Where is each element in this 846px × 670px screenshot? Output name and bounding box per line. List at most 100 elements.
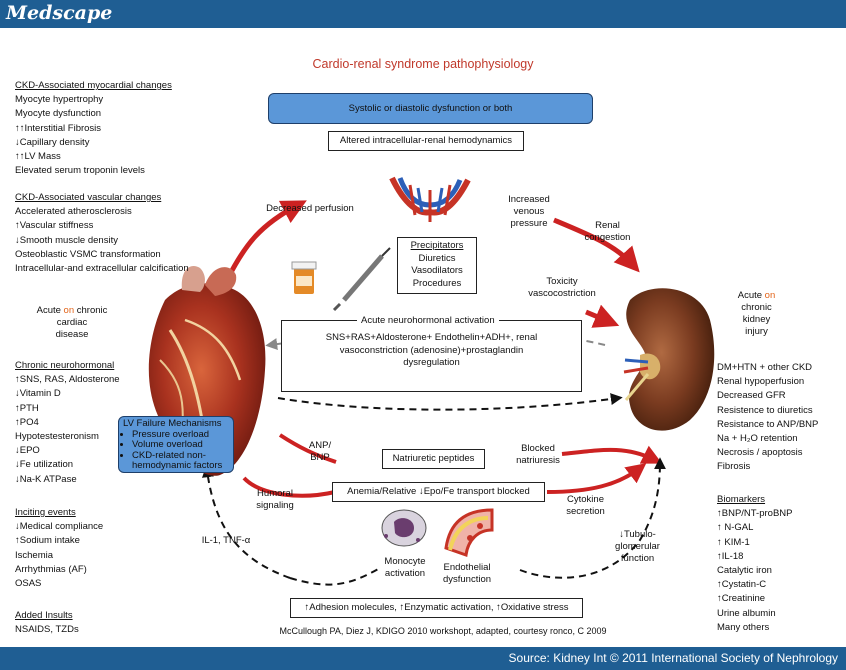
label-line: vascocostriction <box>528 288 596 299</box>
lv-failure-box: LV Failure Mechanisms Pressure overload … <box>118 416 234 473</box>
list-item: ↑BNP/NT-proBNP <box>717 508 793 520</box>
neuro-line: SNS+RAS+Aldosterone+ Endothelin+ADH+, re… <box>325 332 538 343</box>
inciting-heading: Inciting events <box>15 507 76 518</box>
list-item: ↑Sodium intake <box>15 535 80 547</box>
list-item: Accelerated atherosclerosis <box>15 206 132 218</box>
source-credit: Source: Kidney Int © 2011 International … <box>508 651 838 665</box>
label-line: pressure <box>510 218 548 229</box>
list-item: Ischemia <box>15 549 54 561</box>
vessel-illustration <box>389 176 471 222</box>
added-insults-list: Added Insults NSAIDS, TZDs <box>15 609 79 637</box>
adhesion-text: ↑Adhesion molecules, ↑Enzymatic activati… <box>304 602 569 613</box>
il1-tnf-label: IL-1, TNF-α <box>201 535 251 546</box>
list-item: ↓Vitamin D <box>15 388 61 400</box>
arrow-il1 <box>202 465 291 579</box>
label-part: Acute <box>737 290 765 301</box>
anemia-text: Anemia/Relative ↓Epo/Fe transport blocke… <box>347 486 530 497</box>
arrow-monocyte <box>289 567 381 586</box>
kidney-illustration <box>623 288 715 431</box>
list-item: ↑Creatinine <box>717 593 766 605</box>
list-item: Myocyte dysfunction <box>15 108 102 120</box>
medscape-logo[interactable]: Medscape <box>6 2 113 24</box>
list-item: ↓Medical compliance <box>15 521 104 533</box>
list-item: Pressure overload <box>132 429 229 441</box>
vascular-heading: CKD-Associated vascular changes <box>15 192 162 203</box>
label-line: Toxicity <box>546 276 578 287</box>
label-on: on <box>764 290 776 301</box>
precipitators-heading: Precipitators <box>410 240 464 251</box>
list-item: Renal hypoperfusion <box>717 376 805 388</box>
arrow-tubulo <box>519 457 666 579</box>
systolic-diastolic-box: Systolic or diastolic dysfunction or bot… <box>268 93 593 124</box>
systolic-diastolic-text: Systolic or diastolic dysfunction or bot… <box>348 103 513 114</box>
adhesion-box: ↑Adhesion molecules, ↑Enzymatic activati… <box>290 598 583 618</box>
list-item: Arrhythmias (AF) <box>15 563 87 575</box>
list-item: Diuretics <box>418 252 456 264</box>
list-item: ↑↑Interstitial Fibrosis <box>15 122 102 134</box>
chronic-neurohormonal-list: Chronic neurohormonal ↑SNS, RAS, Aldoste… <box>15 359 120 487</box>
arrow-blocked-natriuresis <box>561 445 663 464</box>
label-part: chronic <box>74 305 108 316</box>
decreased-perfusion-label: Decreased perfusion <box>266 203 354 214</box>
pill-bottle-illustration <box>291 261 317 294</box>
tubulo-glomerular-label: ↓Tubulo- glomerular function <box>605 529 670 565</box>
label-line: natriuresis <box>516 455 560 466</box>
myocardial-changes-list: CKD-Associated myocardial changes Myocyt… <box>15 79 172 178</box>
list-item: Decreased GFR <box>717 390 786 402</box>
label-line: cardiac <box>56 317 88 328</box>
list-item: ↑ N-GAL <box>717 522 754 534</box>
diagram-title: Cardio-renal syndrome pathophysiology <box>312 57 534 71</box>
arrow-renal-congestion <box>553 217 640 273</box>
list-item: Myocyte hypertrophy <box>15 94 104 106</box>
label-line: activation <box>384 568 426 579</box>
top-bar: Medscape <box>0 0 846 28</box>
label-line: congestion <box>584 232 631 243</box>
list-item: ↓Smooth muscle density <box>15 234 118 246</box>
list-item: Osteoblastic VSMC transformation <box>15 248 161 260</box>
label-line: kidney <box>742 314 771 325</box>
list-item: NSAIDS, TZDs <box>15 624 79 636</box>
list-item: Intracellular-and extracellular calcific… <box>15 263 189 275</box>
precipitators-box: Precipitators Diuretics Vasodilators Pro… <box>397 237 477 294</box>
label-line: Blocked <box>521 443 555 454</box>
label-line: Monocyte <box>384 556 426 567</box>
monocyte-illustration <box>381 509 427 547</box>
label-line: injury <box>745 326 768 337</box>
label-line: ↓Tubulo- <box>619 529 656 540</box>
list-item: Vasodilators <box>411 265 463 276</box>
increased-venous-label: Increased venous pressure <box>494 194 564 230</box>
list-item: ↑PO4 <box>15 416 39 428</box>
list-item: Necrosis / apoptosis <box>717 447 803 459</box>
neuro-line: vasoconstriction (adenosine)+prostagland… <box>339 344 524 356</box>
list-item: ↓Na-K ATPase <box>15 473 77 485</box>
list-item: Many others <box>717 621 770 633</box>
label-line: disease <box>55 329 89 340</box>
label-line: chronic <box>741 302 772 313</box>
list-item: ↑Cystatin-C <box>717 579 767 591</box>
list-item: ↑IL-18 <box>717 550 744 562</box>
label-line: Endothelial <box>443 562 491 573</box>
label-line: Increased <box>508 194 550 205</box>
label-line: Cytokine <box>567 494 604 505</box>
list-item: Resistance to ANP/BNP <box>717 418 819 430</box>
biomarkers-list: Biomarkers ↑BNP/NT-proBNP ↑ N-GAL ↑ KIM-… <box>717 493 793 635</box>
neurohormonal-heading: Chronic neurohormonal <box>15 360 115 371</box>
label-part: Acute <box>36 305 64 316</box>
arrow-toxicity <box>585 304 620 328</box>
label-line: glomerular <box>615 541 660 552</box>
neuro-heading: Acute neurohormonal activation <box>357 315 499 328</box>
cytokine-secretion-label: Cytokine secretion <box>558 494 613 518</box>
list-item: DM+HTN + other CKD <box>717 362 813 373</box>
list-item: Catalytic iron <box>717 565 772 577</box>
renal-congestion-label: Renal congestion <box>575 220 640 244</box>
monocyte-activation-label: Monocyte activation <box>375 556 435 580</box>
arrow-anp <box>278 433 337 464</box>
label-line: Humoral <box>257 488 293 499</box>
arrow-perfusion <box>225 200 307 280</box>
list-item: ↓Capillary density <box>15 136 90 148</box>
list-item: ↓EPO <box>15 445 40 457</box>
anemia-box: Anemia/Relative ↓Epo/Fe transport blocke… <box>332 482 545 502</box>
insults-heading: Added Insults <box>15 610 73 621</box>
vascular-changes-list: CKD-Associated vascular changes Accelera… <box>15 191 189 276</box>
